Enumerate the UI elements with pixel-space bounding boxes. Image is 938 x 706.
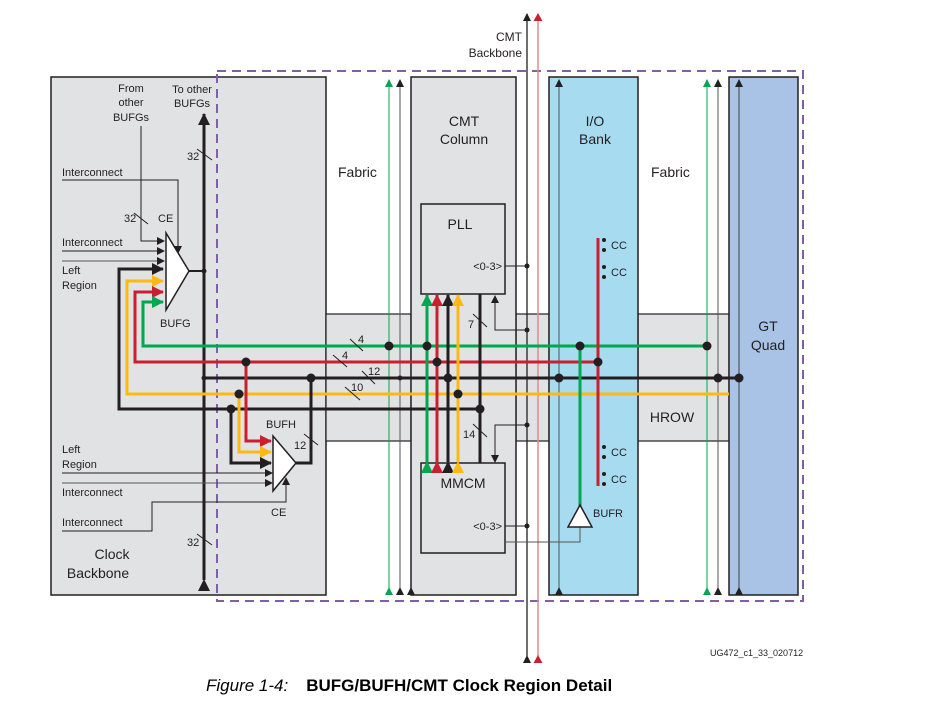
clock-backbone-label-2: Backbone — [67, 565, 129, 581]
bus-width-from-bufgs: 32 — [124, 213, 136, 225]
gt-quad-label-2: Quad — [751, 337, 785, 353]
bufg-label: BUFG — [160, 318, 191, 330]
left-region-label-bufh-2: Region — [62, 459, 97, 471]
bufh-label: BUFH — [266, 419, 296, 431]
pll-block — [420, 203, 506, 295]
bus-width-bufh: 12 — [294, 440, 306, 452]
bufh-in-red — [244, 362, 272, 447]
bus-width-backbone-up: 32 — [187, 151, 199, 163]
cmt-column-label-2: Column — [440, 131, 488, 147]
bufg-ce-line — [62, 179, 182, 254]
pll-feedback-line — [491, 295, 527, 331]
bufh-output — [296, 378, 313, 465]
fabric-label-right: Fabric — [651, 164, 690, 180]
bus-slash-marks — [133, 148, 488, 546]
cc-label-1: CC — [611, 240, 627, 252]
left-region-label: Left — [62, 265, 80, 277]
bufg-buffer-icon — [165, 230, 190, 313]
fabric-label-left: Fabric — [338, 164, 377, 180]
bufh-ce-line — [62, 477, 290, 532]
interconnect-label-2: Interconnect — [62, 237, 123, 249]
bufh-in-black — [229, 409, 272, 469]
bus-width-backbone-down: 32 — [187, 537, 199, 549]
cc-label-3: CC — [611, 447, 627, 459]
clock-region-border — [216, 70, 804, 602]
bufr-label: BUFR — [593, 508, 623, 520]
clock-backbone-block — [50, 76, 327, 596]
bus-width-black: 12 — [368, 366, 380, 378]
mmcm-label: MMCM — [440, 475, 485, 491]
bufr-out-line — [505, 527, 581, 543]
interconnect-label-3: Interconnect — [62, 487, 123, 499]
cmt-backbone-label-2: Backbone — [469, 46, 523, 60]
cc-label-2: CC — [611, 267, 627, 279]
bus-width-yellow: 10 — [351, 382, 363, 394]
bus-width-mmcm-feedback: 14 — [463, 429, 475, 441]
interconnect-label-1: Interconnect — [62, 167, 123, 179]
to-other-bufgs-label: To other — [172, 84, 212, 96]
figure-number: Figure 1-4: — [206, 676, 289, 695]
bus-width-pll-feedback: 7 — [468, 319, 474, 331]
pll-label: PLL — [448, 216, 473, 232]
mmcm-feedback-line — [491, 424, 527, 463]
cmt-backbone-label: CMT — [496, 30, 523, 44]
figure-caption: Figure 1-4: BUFG/BUFH/CMT Clock Region De… — [206, 676, 612, 696]
bufg-from-other-bufgs — [140, 126, 165, 245]
from-other-bufgs-label-2: other — [118, 97, 143, 109]
mmcm-block — [420, 462, 506, 554]
io-bank-label: I/O — [586, 113, 605, 129]
cc-label-4: CC — [611, 474, 627, 486]
bufg-ce-label: CE — [158, 213, 173, 225]
mmcm-range-label: <0-3> — [473, 521, 502, 533]
left-region-label-2: Region — [62, 280, 97, 292]
bus-width-green: 4 — [358, 334, 364, 346]
from-other-bufgs-label-3: BUFGs — [113, 112, 150, 124]
cc-dots — [602, 238, 606, 486]
gt-quad-label: GT — [758, 318, 778, 334]
interconnect-label-4: Interconnect — [62, 517, 123, 529]
pll-range-label: <0-3> — [473, 261, 502, 273]
to-other-bufgs-label-2: BUFGs — [174, 98, 211, 110]
figure-id-code: UG472_c1_33_020712 — [710, 648, 803, 658]
junction-dot — [201, 268, 207, 274]
bufr-buffer-icon — [566, 503, 594, 528]
from-other-bufgs-label: From — [118, 83, 144, 95]
bufh-ce-label: CE — [271, 507, 286, 519]
left-region-label-bufh: Left — [62, 444, 80, 456]
junction-dots — [201, 263, 744, 529]
bufh-in-yellow — [237, 394, 272, 458]
cmt-column-label: CMT — [449, 113, 480, 129]
bus-width-red: 4 — [342, 350, 348, 362]
clock-backbone-label: Clock — [94, 546, 130, 562]
figure-title: BUFG/BUFH/CMT Clock Region Detail — [306, 676, 613, 695]
io-bank-block — [548, 76, 639, 596]
io-bank-label-2: Bank — [579, 131, 612, 147]
bufh-buffer-icon — [272, 433, 297, 494]
hrow-label: HROW — [650, 409, 695, 425]
